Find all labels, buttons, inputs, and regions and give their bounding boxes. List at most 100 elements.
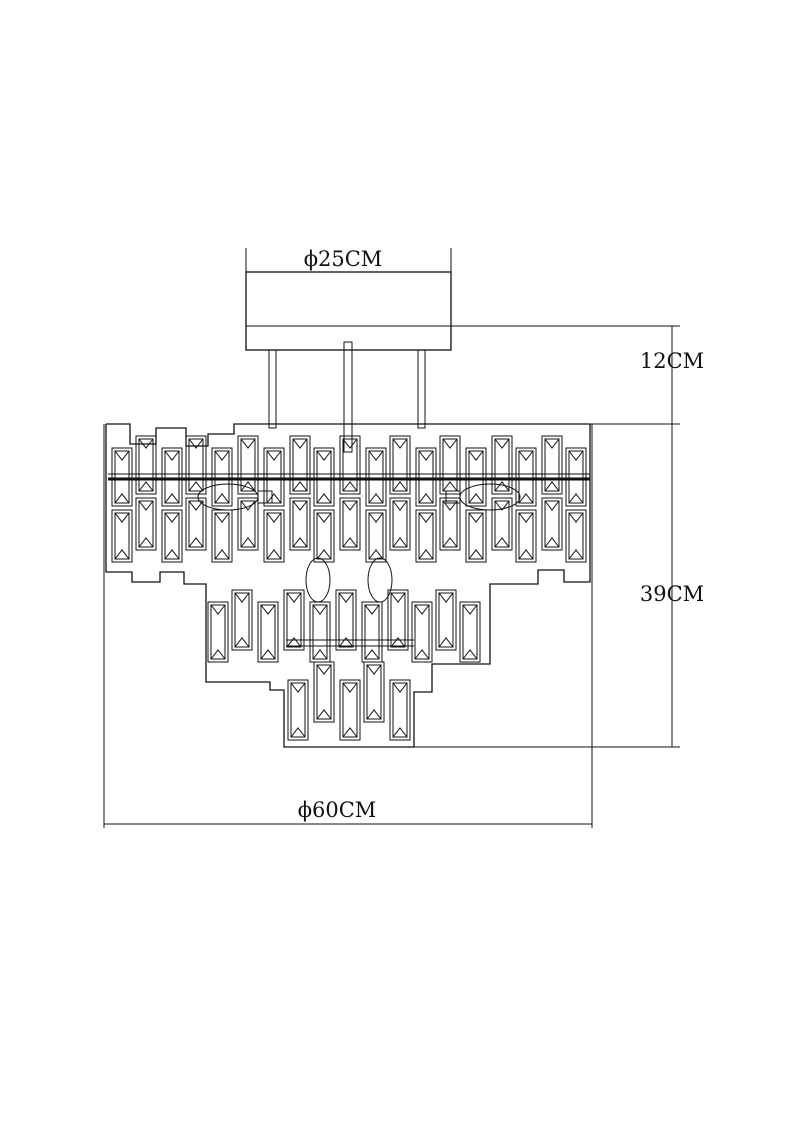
prism-facet-top (418, 450, 434, 461)
prism-outer (339, 435, 361, 495)
crystal-prism (263, 447, 285, 507)
prism-facet-top (368, 450, 384, 461)
crystal-prism (237, 497, 259, 551)
prism-facet-bottom (234, 637, 250, 648)
prism-inner (442, 500, 458, 548)
prism-facet-bottom (568, 549, 584, 560)
prism-facet-bottom (342, 481, 358, 492)
crystal-prism (207, 601, 229, 663)
prism-facet-bottom (442, 481, 458, 492)
frame-ring (108, 473, 590, 647)
prism-facet-bottom (368, 493, 384, 504)
prism-outer (335, 589, 357, 651)
prism-outer (465, 447, 487, 507)
crystal-prism (389, 497, 411, 551)
prism-facet-bottom (544, 481, 560, 492)
crystal-prism (459, 601, 481, 663)
prism-outer (111, 509, 133, 563)
prism-inner (342, 682, 358, 738)
crystal-prism (313, 447, 335, 507)
prism-facet-top (290, 682, 306, 693)
prism-outer (289, 435, 311, 495)
prism-facet-top (214, 512, 230, 523)
crystal-prism (263, 509, 285, 563)
prism-inner (266, 450, 282, 504)
prism-inner (316, 512, 332, 560)
prism-inner (342, 438, 358, 492)
prism-facet-top (312, 604, 328, 615)
prism-inner (366, 664, 382, 720)
crystal-prism (185, 497, 207, 551)
prism-outer (363, 661, 385, 723)
canopy-height-label: 12CM (640, 349, 704, 373)
prism-facet-top (392, 438, 408, 449)
prism-outer (491, 435, 513, 495)
prism-facet-top (438, 592, 454, 603)
crystal-prism (415, 447, 437, 507)
prism-inner (290, 682, 306, 738)
crystal-prism (439, 497, 461, 551)
prism-facet-top (392, 500, 408, 511)
prism-inner (240, 438, 256, 492)
prism-facet-top (164, 512, 180, 523)
prism-facet-top (364, 604, 380, 615)
crystal-prism (435, 589, 457, 651)
prism-facet-bottom (260, 649, 276, 660)
prism-outer (439, 497, 461, 551)
prism-facet-bottom (468, 493, 484, 504)
prism-outer (313, 661, 335, 723)
prism-facet-bottom (164, 549, 180, 560)
prism-outer (389, 497, 411, 551)
prism-outer (459, 601, 481, 663)
crystal-prism (361, 601, 383, 663)
prism-facet-bottom (468, 549, 484, 560)
prism-outer (415, 447, 437, 507)
prism-inner (338, 592, 354, 648)
prism-facet-bottom (290, 727, 306, 738)
prism-facet-bottom (494, 481, 510, 492)
prism-inner (312, 604, 328, 660)
prism-facet-bottom (392, 537, 408, 548)
crystal-prism (231, 589, 253, 651)
prism-facet-top (286, 592, 302, 603)
prism-facet-bottom (292, 481, 308, 492)
prism-inner (188, 500, 204, 548)
prism-outer (237, 497, 259, 551)
prism-outer (185, 497, 207, 551)
prism-outer (565, 509, 587, 563)
prism-facet-top (188, 500, 204, 511)
crystal-prism (465, 509, 487, 563)
prism-facet-top (234, 592, 250, 603)
prism-facet-top (292, 438, 308, 449)
prism-outer (387, 589, 409, 651)
prism-inner (544, 500, 560, 548)
prism-facet-top (366, 664, 382, 675)
prism-inner (292, 438, 308, 492)
crystal-prism (309, 601, 331, 663)
prism-facet-top (494, 500, 510, 511)
prism-facet-top (518, 450, 534, 461)
prism-inner (518, 512, 534, 560)
prism-outer (185, 435, 207, 495)
prism-facet-top (468, 512, 484, 523)
prism-facet-top (266, 450, 282, 461)
prism-facet-top (138, 500, 154, 511)
prism-outer (287, 679, 309, 741)
prism-outer (135, 435, 157, 495)
prism-inner (418, 512, 434, 560)
body-diameter-label: ϕ60CM (298, 798, 377, 822)
prism-inner (164, 450, 180, 504)
prism-facet-bottom (392, 727, 408, 738)
prism-inner (138, 500, 154, 548)
prism-facet-bottom (342, 537, 358, 548)
prism-inner (368, 512, 384, 560)
prism-outer (263, 447, 285, 507)
prism-facet-bottom (240, 481, 256, 492)
body-height-dimension: 39CM (413, 424, 704, 748)
crystal-prisms (111, 435, 587, 741)
prism-facet-bottom (438, 637, 454, 648)
crystal-prism (237, 435, 259, 495)
candle-bulbs (197, 483, 521, 603)
prism-outer (231, 589, 253, 651)
prism-outer (365, 447, 387, 507)
